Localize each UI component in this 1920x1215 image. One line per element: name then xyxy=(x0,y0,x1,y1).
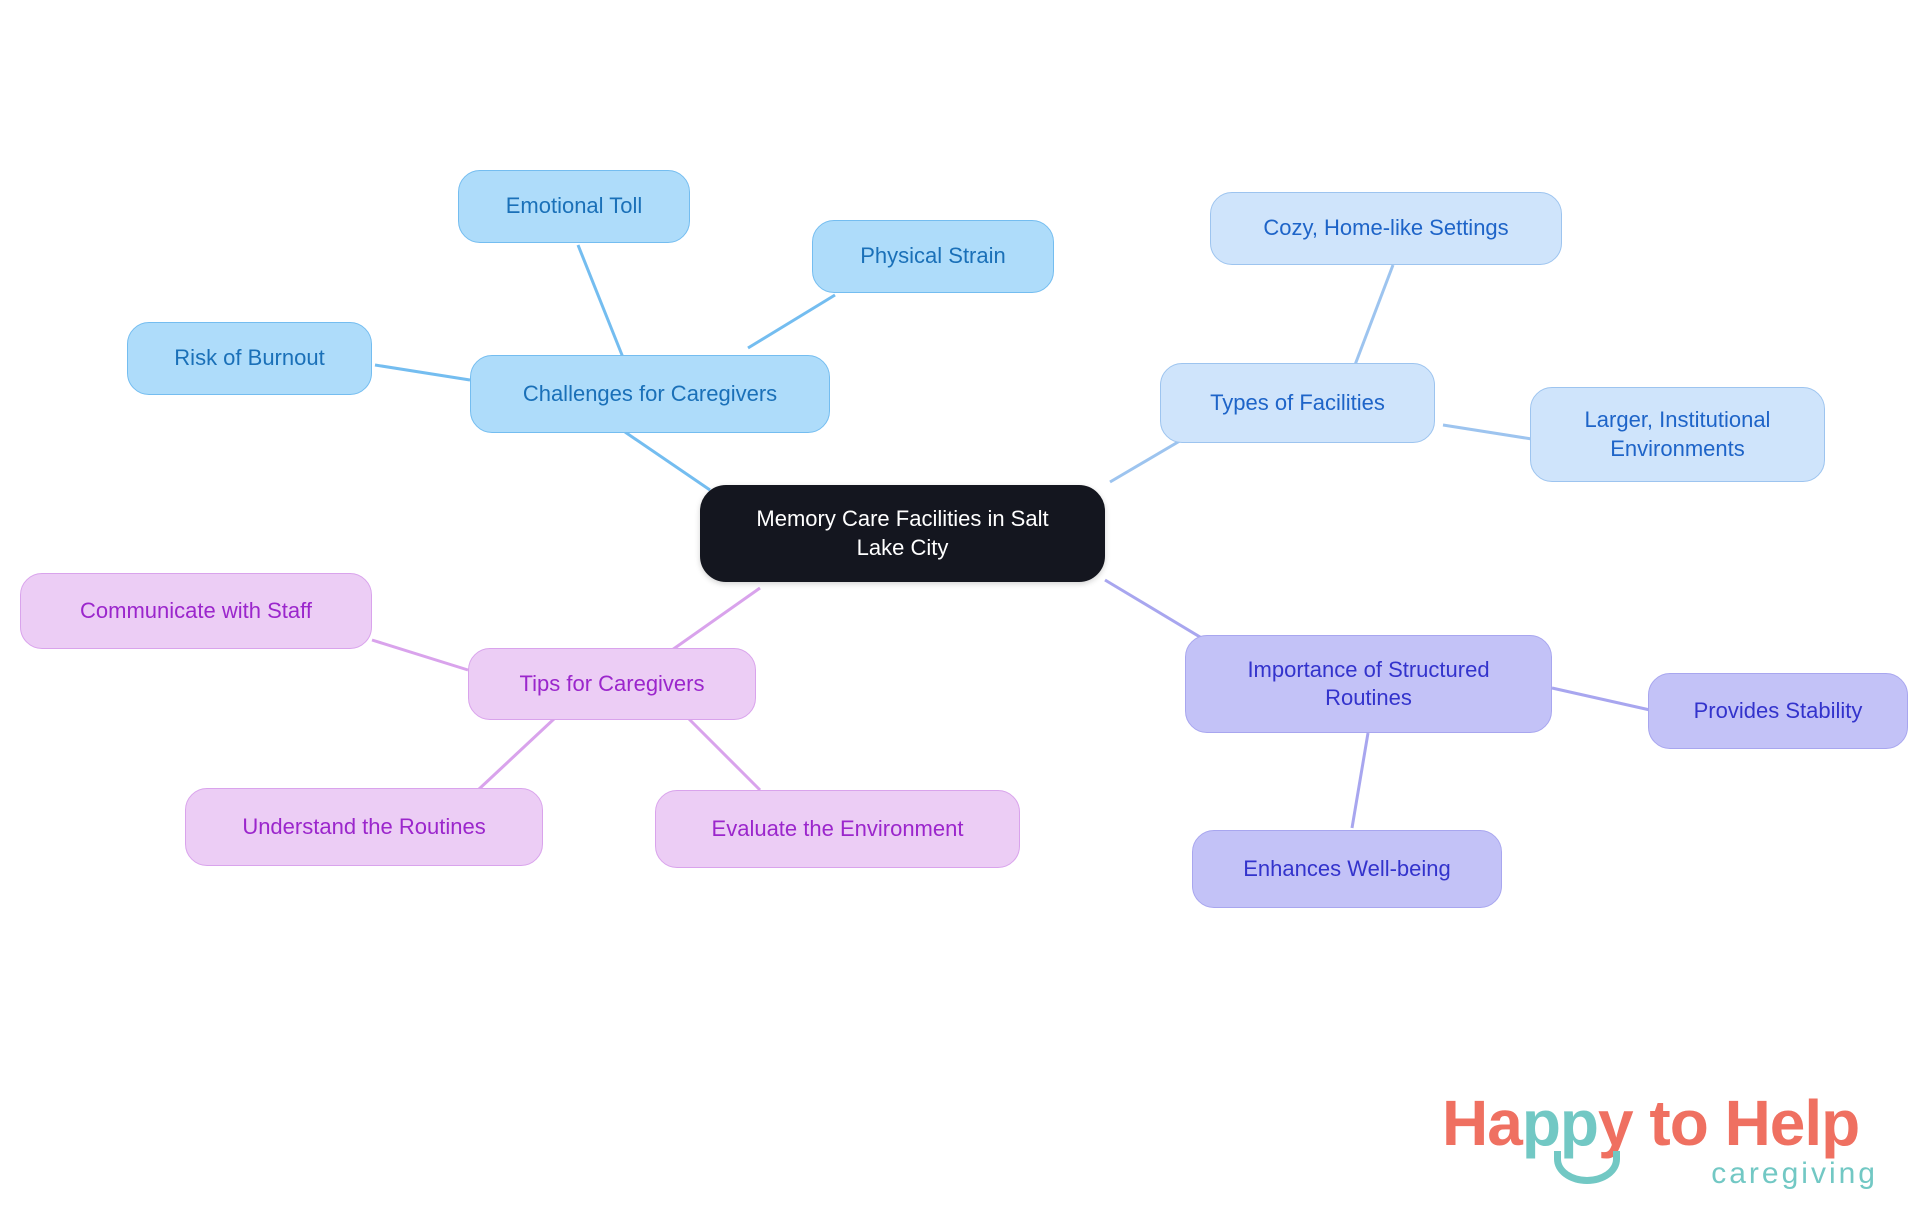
node-understand-the-routines[interactable]: Understand the Routines xyxy=(185,788,543,866)
logo-wordmark: Happy to Help xyxy=(1442,1091,1860,1155)
node-cozy-home-like-settings[interactable]: Cozy, Home-like Settings xyxy=(1210,192,1562,265)
edge-root-structured-routines xyxy=(1104,578,1206,642)
node-types-of-facilities[interactable]: Types of Facilities xyxy=(1160,363,1435,443)
logo-text-y-to-help: y to Help xyxy=(1598,1087,1860,1159)
edge-types-larger-institutional xyxy=(1442,423,1539,442)
edge-root-tips-for-caregivers xyxy=(671,586,761,652)
edge-tips-evaluate-environment xyxy=(686,716,762,792)
node-communicate-with-staff[interactable]: Communicate with Staff xyxy=(20,573,372,649)
edge-tips-understand-routines xyxy=(476,716,557,792)
smile-icon xyxy=(1554,1151,1620,1184)
node-tips-for-caregivers[interactable]: Tips for Caregivers xyxy=(468,648,756,720)
logo-tagline: caregiving xyxy=(1711,1157,1878,1190)
edge-challenges-physical-strain xyxy=(747,293,836,350)
edge-routines-provides-stability xyxy=(1551,686,1651,712)
node-evaluate-the-environment[interactable]: Evaluate the Environment xyxy=(655,790,1020,868)
node-emotional-toll[interactable]: Emotional Toll xyxy=(458,170,690,243)
edge-tips-communicate-with-staff xyxy=(371,638,469,672)
edge-types-cozy-settings xyxy=(1348,264,1395,379)
node-risk-of-burnout[interactable]: Risk of Burnout xyxy=(127,322,372,395)
node-challenges-for-caregivers[interactable]: Challenges for Caregivers xyxy=(470,355,830,433)
node-importance-of-structured-routines[interactable]: Importance of Structured Routines xyxy=(1185,635,1552,733)
edge-challenges-emotional-toll xyxy=(576,244,630,371)
node-physical-strain[interactable]: Physical Strain xyxy=(812,220,1054,293)
logo-text-ha: Ha xyxy=(1442,1087,1523,1159)
logo-text-pp: pp xyxy=(1521,1087,1599,1159)
node-provides-stability[interactable]: Provides Stability xyxy=(1648,673,1908,749)
edge-root-challenges xyxy=(624,430,711,492)
edge-challenges-risk-of-burnout xyxy=(374,363,471,382)
brand-logo: Happy to Help caregiving xyxy=(1442,1083,1882,1193)
node-enhances-well-being[interactable]: Enhances Well-being xyxy=(1192,830,1502,908)
edge-routines-enhances-wellbeing xyxy=(1350,732,1370,829)
node-larger-institutional-environments[interactable]: Larger, Institutional Environments xyxy=(1530,387,1825,482)
node-root-memory-care-facilities[interactable]: Memory Care Facilities in Salt Lake City xyxy=(700,485,1105,582)
